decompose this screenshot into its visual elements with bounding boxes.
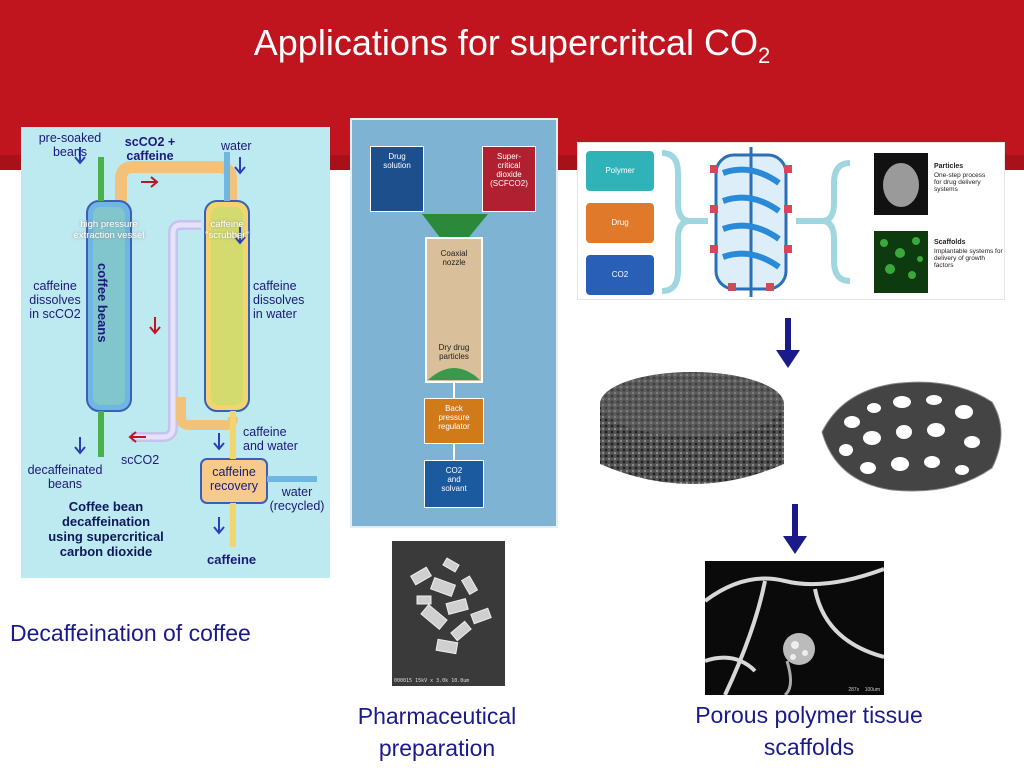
dry-drug-label: Dry drug particles — [438, 343, 470, 361]
caffeine-bottom-label: caffeine — [207, 552, 257, 567]
coffee-beans-label: coffee beans — [95, 263, 110, 343]
scaffolds-desc: Implantable systems for delivery of grow… — [934, 248, 1003, 269]
scfco2-box: Super- critical dioxide (SCFCO2) — [482, 146, 536, 212]
scco2-caffeine-label: scCO2 + caffeine — [124, 135, 176, 163]
sem-graphic — [705, 567, 884, 695]
coffee-process-graphic — [74, 147, 317, 547]
pre-soaked-beans-label: pre-soaked beans — [38, 131, 102, 159]
porous-scaffold-disk-image — [600, 372, 784, 484]
drug-particle-micrograph: 000015 15kV x 3.0k 10.0um — [392, 541, 505, 686]
drug-solution-box: Drug solution — [370, 146, 424, 212]
coaxial-nozzle-label: Coaxial nozzle — [440, 249, 468, 267]
coffee-decaffeination-diagram: pre-soaked beans scCO2 + caffeine water … — [21, 127, 330, 578]
scrubber-label: caffeine "scrubber" — [205, 219, 249, 241]
slide-title: Applications for supercritcal CO2 — [253, 22, 771, 68]
scaffolds-title: Scaffolds — [934, 239, 966, 246]
micrograph-scale: 000015 15kV x 3.0k 10.0um — [394, 678, 470, 684]
pharmaceutical-process-diagram: Drug solution Super- critical dioxide (S… — [350, 118, 558, 528]
caption-scaffold: Porous polymer tissue scaffolds — [695, 702, 923, 760]
down-arrow-icon — [776, 318, 800, 368]
decaf-beans-label: decaffeinated beans — [27, 463, 103, 491]
sem-scale: 287x 100um — [848, 687, 880, 693]
reactor-graphic — [661, 147, 928, 297]
dissolve-right-label: caffeine dissolves in water — [253, 279, 305, 321]
co2-solvant-box: CO2 and solvant — [424, 460, 484, 508]
water-top-label: water — [221, 139, 252, 153]
down-arrow-icon — [783, 504, 807, 554]
sem-scaffold-image: 287x 100um — [705, 561, 884, 695]
water-recycled-label: water (recycled) — [269, 485, 325, 513]
particles-desc: One-step process for drug delivery syste… — [934, 172, 986, 193]
caffeine-water-label: caffeine and water — [243, 425, 298, 453]
particles-title: Particles — [934, 163, 964, 170]
dissolve-left-label: caffeine dissolves in scCO2 — [29, 279, 81, 321]
caption-pharma: Pharmaceutical preparation — [357, 703, 517, 761]
vessel-label: high pressure extraction vessel — [73, 219, 145, 241]
polymer-box: Polymer — [586, 151, 654, 191]
porous-scaffold-fragment-image — [821, 381, 1002, 492]
drug-box: Drug — [586, 203, 654, 243]
recovery-label: caffeine recovery — [210, 465, 258, 493]
caption-coffee: Decaffeination of coffee — [10, 620, 251, 646]
particle-image — [410, 557, 492, 655]
coffee-diagram-title: Coffee bean decaffeination using supercr… — [48, 499, 164, 559]
scaffold-process-diagram: Polymer Drug CO2 Particles One-step proc… — [577, 142, 1005, 300]
co2-box: CO2 — [586, 255, 654, 295]
scco2-bottom-label: scCO2 — [121, 453, 160, 467]
pharma-process-graphic — [422, 214, 488, 460]
back-pressure-box: Back pressure regulator — [424, 398, 484, 444]
